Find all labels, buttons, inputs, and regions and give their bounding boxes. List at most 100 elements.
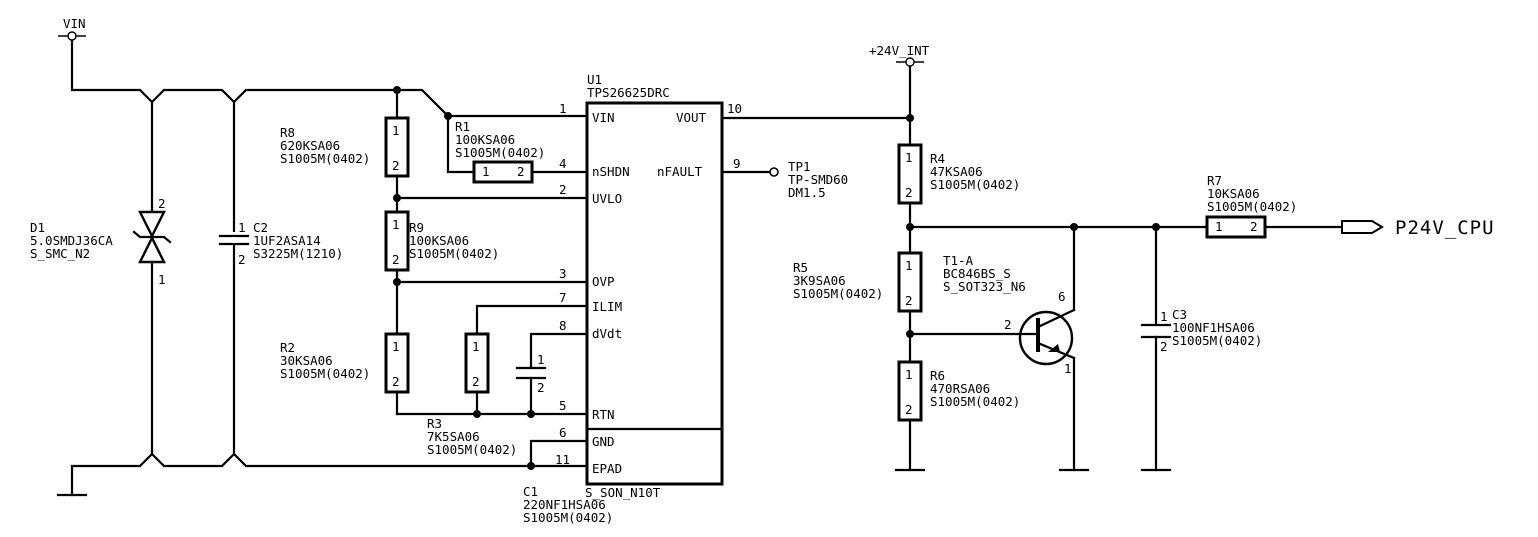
c2-ref: C2: [253, 220, 268, 235]
r6-value: 470RSA06: [930, 381, 990, 396]
c2-capacitor: 1 2 C2 1UF2ASA14 S3225M(1210): [218, 220, 343, 267]
r1-pin-number: 1: [482, 164, 490, 179]
t1-pin-number: 2: [1004, 317, 1012, 332]
r3-footprint: S1005M(0402): [427, 442, 517, 457]
c1-footprint: S1005M(0402): [523, 510, 613, 525]
dvdt-capacitor: 1 2: [515, 352, 547, 395]
t1-footprint: S_SOT323_N6: [943, 279, 1026, 294]
dvdt-cap-pin-number: 1: [537, 352, 545, 367]
r5-ref: R5: [793, 260, 808, 275]
r2-footprint: S1005M(0402): [280, 366, 370, 381]
u1-pin-number: 1: [559, 101, 567, 116]
r8-resistor: 1 2 R8 620KSA06 S1005M(0402): [280, 116, 410, 178]
r6-pin-number: 1: [905, 367, 913, 382]
r3-ref: R3: [427, 416, 442, 431]
r1-ref: R1: [455, 119, 470, 134]
c3-footprint: S1005M(0402): [1172, 333, 1262, 348]
c2-pin-number: 1: [238, 220, 246, 235]
u1-pin-name: nFAULT: [657, 164, 703, 179]
u1-pin-name: VOUT: [676, 110, 707, 125]
t1-npn-transistor: 2 6 1 T1-A BC846BS_S S_SOT323_N6: [943, 253, 1076, 376]
r9-resistor: 1 2 R9 100KSA06 S1005M(0402): [384, 210, 499, 272]
tp1-test-point: TP1 TP-SMD60 DM1.5: [769, 159, 848, 200]
c2-value: 1UF2ASA14: [253, 233, 321, 248]
u1-pin-name: nSHDN: [592, 164, 630, 179]
junction-dots: [393, 86, 1160, 470]
u1-pin-name: UVLO: [592, 191, 622, 206]
r6-pin-number: 2: [905, 402, 913, 417]
r5-value: 3K9SA06: [793, 273, 846, 288]
t1-value: BC846BS_S: [943, 266, 1011, 281]
tp1-ref: TP1: [788, 159, 811, 174]
u1-pin-number: 6: [559, 425, 567, 440]
r4-pin-number: 2: [905, 185, 913, 200]
u1-ic: U1 TPS26625DRC S_SON_N10T 1 4 2 3 7 8 5 …: [555, 72, 742, 500]
r7-value: 10KSA06: [1207, 186, 1260, 201]
u1-pin-number: 11: [555, 452, 570, 467]
r3-pin-number: 1: [472, 339, 480, 354]
c3-value: 100NF1HSA06: [1172, 320, 1255, 335]
r3-value: 7K5SA06: [427, 429, 480, 444]
vin-power-symbol: VIN: [58, 16, 86, 41]
wires: [56, 38, 1344, 497]
r7-pin-number: 2: [1250, 219, 1258, 234]
u1-pin-number: 7: [559, 290, 567, 305]
r3-pin-number: 2: [472, 374, 480, 389]
r2-pin-number: 1: [392, 339, 400, 354]
r1-resistor: 1 2 R1 100KSA06 S1005M(0402): [455, 119, 545, 184]
r8-footprint: S1005M(0402): [280, 151, 370, 166]
r9-value: 100KSA06: [409, 233, 469, 248]
r1-pin-number: 2: [517, 164, 525, 179]
r2-pin-number: 2: [392, 374, 400, 389]
c2-footprint: S3225M(1210): [253, 246, 343, 261]
c1-ref: C1: [523, 484, 538, 499]
r6-footprint: S1005M(0402): [930, 394, 1020, 409]
c2-pin-number: 2: [238, 252, 246, 267]
u1-pin-number: 4: [559, 156, 567, 171]
r9-footprint: S1005M(0402): [409, 246, 499, 261]
r7-ref: R7: [1207, 173, 1222, 188]
u1-pin-name: RTN: [592, 407, 615, 422]
d1-pin-number: 1: [158, 272, 166, 287]
v24-power-symbol: +24V_INT: [869, 43, 930, 67]
r8-value: 620KSA06: [280, 138, 340, 153]
d1-tvs-diode: 2 1 D1 5.0SMDJ36CA S_SMC_N2: [30, 196, 172, 287]
c3-pin-number: 2: [1160, 339, 1168, 354]
r8-ref: R8: [280, 125, 295, 140]
d1-footprint: S_SMC_N2: [30, 246, 90, 261]
r7-resistor: 1 2 R7 10KSA06: [1205, 173, 1267, 239]
r5-pin-number: 1: [905, 258, 913, 273]
d1-ref: D1: [30, 220, 45, 235]
c3-pin-number: 1: [1160, 309, 1168, 324]
dvdt-cap-pin-number: 2: [537, 380, 545, 395]
r1-footprint: S1005M(0402): [455, 145, 545, 160]
r7-footprint: S1005M(0402): [1207, 199, 1297, 214]
port-label: P24V_CPU: [1395, 217, 1495, 239]
r9-pin-number: 2: [392, 252, 400, 267]
c1-value: 220NF1HSA06: [523, 497, 606, 512]
tp1-footprint: DM1.5: [788, 185, 826, 200]
p24v-cpu-port: P24V_CPU: [1341, 217, 1495, 239]
c1-labels: C1 220NF1HSA06 S1005M(0402): [523, 484, 613, 525]
u1-pin-name: GND: [592, 434, 615, 449]
r2-ref: R2: [280, 340, 295, 355]
r7-pin-number: 1: [1215, 219, 1223, 234]
c3-ref: C3: [1172, 307, 1187, 322]
r5-resistor: 1 2 R5 3K9SA06 S1005M(0402): [793, 251, 923, 313]
u1-pin-number: 5: [559, 398, 567, 413]
t1-ref: T1-A: [943, 253, 974, 268]
vin-label: VIN: [63, 16, 86, 31]
v24-label: +24V_INT: [869, 43, 930, 58]
r4-ref: R4: [930, 151, 945, 166]
r4-value: 47KSA06: [930, 164, 983, 179]
r4-footprint: S1005M(0402): [930, 177, 1020, 192]
u1-pin-name: dVdt: [592, 326, 622, 341]
u1-pin-name: ILIM: [592, 299, 622, 314]
r4-pin-number: 1: [905, 150, 913, 165]
r5-footprint: S1005M(0402): [793, 286, 883, 301]
r3-resistor: 1 2 R3 7K5SA06 S1005M(0402): [427, 332, 517, 457]
u1-pin-name: VIN: [592, 110, 615, 125]
u1-ref: U1: [587, 72, 602, 87]
r9-pin-number: 1: [392, 217, 400, 232]
